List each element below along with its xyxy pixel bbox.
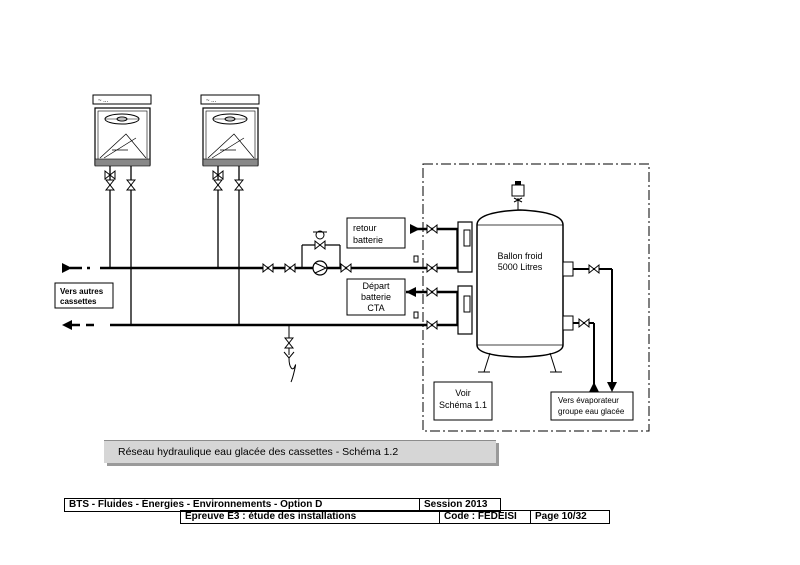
cassette-tag-box-2 [200,94,260,105]
vers-autres-cassettes-label: Vers autres cassettes [54,282,114,309]
cassette-tag-2: ~ ... [206,98,217,104]
drain-point [283,325,296,383]
svg-text:groupe eau glacée: groupe eau glacée [558,407,625,416]
diagram-caption: Réseau hydraulique eau glacée des casset… [104,440,496,463]
cassette-unit-2: ~ ... [200,94,260,167]
cassette-valves [104,170,244,191]
svg-text:CTA: CTA [367,303,384,313]
tank-left-connections [406,221,473,335]
svg-text:Schéma 1.1: Schéma 1.1 [439,400,487,410]
footer-epreuve: Épreuve E3 : étude des installations [180,510,440,524]
return-header [62,320,458,330]
footer-page: Page 10/32 [530,510,610,524]
svg-text:5000 Litres: 5000 Litres [498,262,543,272]
svg-text:Ballon froid: Ballon froid [497,251,542,261]
chiller-room-boundary [422,163,650,432]
footer-row-2: Épreuve E3 : étude des installations Cod… [180,510,610,524]
cassette-tag-1: ~ ... [98,98,109,104]
pump-group [262,230,352,276]
svg-text:Vers évaporateur: Vers évaporateur [558,396,619,405]
svg-text:cassettes: cassettes [60,297,97,306]
evaporator-loop [562,261,617,392]
ballon-froid-label: Ballon froid 5000 Litres [497,251,542,272]
svg-text:retour: retour [353,223,377,233]
retour-batterie-label: retour batterie [346,217,406,249]
supply-header [62,263,458,273]
voir-schema-label: Voir Schéma 1.1 [433,381,493,421]
vers-evaporateur-label: Vers évaporateur groupe eau glacée [550,391,634,421]
svg-text:batterie: batterie [361,292,391,302]
caption-text: Réseau hydraulique eau glacée des casset… [118,446,399,458]
buffer-tank [476,181,564,373]
cassette-unit-1: ~ ... [92,94,152,167]
svg-text:Départ: Départ [362,281,390,291]
cassette-tag-box-1 [92,94,152,105]
svg-text:Voir: Voir [455,388,471,398]
svg-text:batterie: batterie [353,235,383,245]
depart-batterie-cta-label: Départ batterie CTA [346,278,406,316]
footer-code: Code : FEDEISI [439,510,531,524]
svg-text:Vers autres: Vers autres [60,287,104,296]
